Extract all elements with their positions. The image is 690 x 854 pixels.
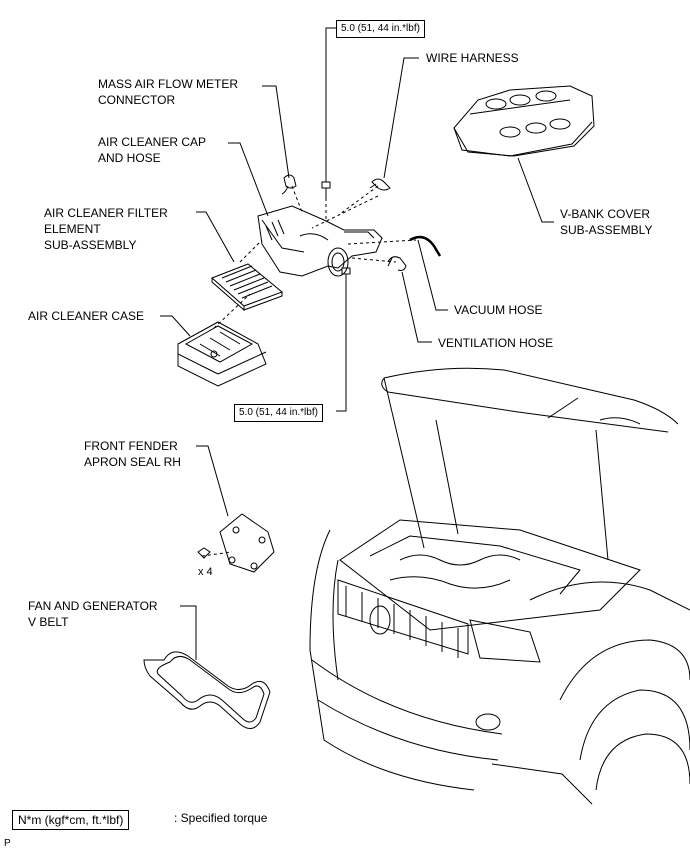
legend-torque-box: N*m (kgf*cm, ft.*lbf) bbox=[12, 810, 130, 830]
corner-mark: P bbox=[4, 838, 11, 849]
legend-description: : Specified torque bbox=[174, 811, 268, 825]
label-v-bank-cover: V-BANK COVER SUB-ASSEMBLY bbox=[560, 206, 652, 238]
label-line: MASS AIR FLOW METER bbox=[98, 77, 239, 91]
label-air-cleaner-filter-element: AIR CLEANER FILTER ELEMENT SUB-ASSEMBLY bbox=[44, 205, 168, 253]
label-air-cleaner-cap-and-hose: AIR CLEANER CAP AND HOSE bbox=[98, 134, 206, 166]
torque-box-top: 5.0 (51, 44 in.*lbf) bbox=[336, 20, 425, 38]
quantity-label: x 4 bbox=[198, 566, 213, 578]
label-line: AIR CLEANER CAP bbox=[98, 135, 207, 149]
label-line: ELEMENT bbox=[44, 222, 101, 236]
front-fender-apron-seal-part bbox=[219, 513, 275, 573]
bottom-bolt-part bbox=[341, 267, 351, 275]
label-vacuum-hose: VACUUM HOSE bbox=[454, 303, 543, 317]
dashed-guides bbox=[201, 185, 417, 557]
label-line: FRONT FENDER bbox=[84, 439, 178, 453]
fan-and-generator-v-belt-part bbox=[143, 651, 271, 729]
air-cleaner-filter-element-part bbox=[211, 263, 283, 312]
label-wire-harness: WIRE HARNESS bbox=[426, 51, 519, 65]
label-line: SUB-ASSEMBLY bbox=[44, 238, 137, 252]
label-line: APRON SEAL RH bbox=[84, 455, 181, 469]
label-line: FAN AND GENERATOR bbox=[28, 599, 158, 613]
air-cleaner-cap-part bbox=[257, 205, 383, 277]
top-bolt-part bbox=[321, 181, 331, 198]
label-line: SUB-ASSEMBLY bbox=[560, 223, 653, 237]
label-fan-and-generator-v-belt: FAN AND GENERATOR V BELT bbox=[28, 598, 158, 630]
label-line: V-BANK COVER bbox=[560, 207, 651, 221]
v-bank-cover-part bbox=[453, 85, 595, 157]
mass-air-flow-meter-connector-part bbox=[281, 174, 297, 195]
vacuum-hose-part bbox=[409, 235, 442, 257]
leader-lines bbox=[160, 27, 554, 660]
clip-part bbox=[197, 547, 211, 559]
label-line: V BELT bbox=[28, 615, 69, 629]
torque-box-bottom: 5.0 (51, 44 in.*lbf) bbox=[234, 404, 323, 422]
ventilation-hose-part bbox=[387, 256, 407, 271]
label-ventilation-hose: VENTILATION HOSE bbox=[438, 336, 554, 350]
wire-harness-part bbox=[369, 178, 391, 191]
label-front-fender-apron-seal: FRONT FENDER APRON SEAL RH bbox=[84, 438, 181, 470]
label-mass-air-flow-meter-connector: MASS AIR FLOW METER CONNECTOR bbox=[98, 76, 238, 108]
vehicle-illustration bbox=[309, 367, 690, 805]
label-line: CONNECTOR bbox=[98, 93, 176, 107]
air-cleaner-case-part bbox=[177, 321, 267, 387]
label-line: AIR CLEANER FILTER bbox=[44, 206, 168, 220]
label-line: AND HOSE bbox=[98, 151, 161, 165]
label-air-cleaner-case: AIR CLEANER CASE bbox=[28, 309, 145, 323]
